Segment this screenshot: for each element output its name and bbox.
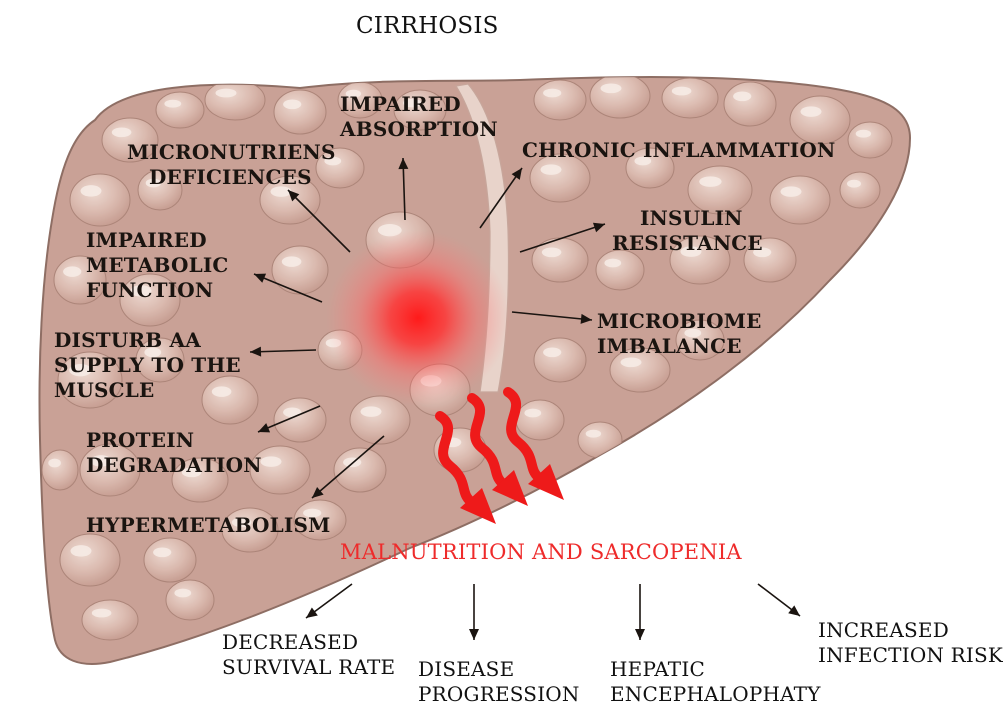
label-malnutrition-sarcopenia: MALNUTRITION AND SARCOPENIA <box>340 540 742 565</box>
diagram-title: CIRRHOSIS <box>356 14 499 39</box>
nodule <box>534 80 586 120</box>
nodule <box>70 174 130 226</box>
label-line: DECREASED <box>222 630 395 655</box>
label-line: DISEASE <box>418 657 580 682</box>
nodule <box>156 92 204 128</box>
label-protein-degradation: PROTEIN DEGRADATION <box>86 428 262 478</box>
nodule <box>60 534 120 586</box>
label-line: MICROBIOME <box>597 309 762 334</box>
label-micronutrients: MICRONUTRIENS DEFICIENCES <box>127 140 336 190</box>
nodule <box>274 398 326 442</box>
nodule <box>724 82 776 126</box>
nodule <box>770 176 830 224</box>
label-disease-progression: DISEASE PROGRESSION <box>418 657 580 704</box>
nodule <box>205 80 265 120</box>
label-decreased-survival: DECREASED SURVIVAL RATE <box>222 630 395 680</box>
label-line: ENCEPHALOPHATY <box>610 682 821 704</box>
nodule <box>840 172 880 208</box>
label-impaired-absorption: IMPAIRED ABSORPTION <box>340 92 498 142</box>
consequence-arrow <box>758 584 800 616</box>
label-line: MICRONUTRIENS <box>127 140 336 165</box>
label-line: INCREASED <box>818 618 1003 643</box>
label-line: HYPERMETABOLISM <box>86 513 330 538</box>
label-line: PROGRESSION <box>418 682 580 704</box>
inflammation-hotspot <box>326 230 510 406</box>
label-line: ABSORPTION <box>340 117 498 142</box>
nodule <box>82 600 138 640</box>
nodule <box>516 400 564 440</box>
label-microbiome: MICROBIOME IMBALANCE <box>597 309 762 359</box>
nodule <box>272 246 328 294</box>
consequence-arrow <box>469 584 479 640</box>
nodule <box>662 78 718 118</box>
nodule <box>334 448 386 492</box>
label-line: METABOLIC <box>86 253 229 278</box>
label-line: DEGRADATION <box>86 453 262 478</box>
label-line: CHRONIC INFLAMMATION <box>522 138 835 163</box>
label-line: SUPPLY TO THE <box>54 353 241 378</box>
label-hepatic-encephalopathy: HEPATIC ENCEPHALOPHATY <box>610 657 821 704</box>
nodule <box>534 338 586 382</box>
label-insulin-resistance: INSULIN RESISTANCE <box>612 206 763 256</box>
label-chronic-inflammation: CHRONIC INFLAMMATION <box>522 138 835 163</box>
nodule <box>42 450 78 490</box>
label-line: RESISTANCE <box>612 231 763 256</box>
label-increased-infection: INCREASED INFECTION RISK <box>818 618 1003 668</box>
label-line: IMBALANCE <box>597 334 762 359</box>
label-line: IMPAIRED <box>340 92 498 117</box>
label-line: SURVIVAL RATE <box>222 655 395 680</box>
label-line: INFECTION RISK <box>818 643 1003 668</box>
consequence-arrow <box>635 584 645 640</box>
label-line: INSULIN <box>612 206 763 231</box>
nodule <box>578 422 622 458</box>
nodule <box>790 96 850 144</box>
label-line: PROTEIN <box>86 428 262 453</box>
label-line: DISTURB AA <box>54 328 241 353</box>
nodule <box>166 580 214 620</box>
label-line: HEPATIC <box>610 657 821 682</box>
label-disturb-aa: DISTURB AA SUPPLY TO THE MUSCLE <box>54 328 241 403</box>
nodule <box>590 74 650 118</box>
label-line: IMPAIRED <box>86 228 229 253</box>
label-line: MUSCLE <box>54 378 241 403</box>
label-hypermetabolism: HYPERMETABOLISM <box>86 513 330 538</box>
label-line: FUNCTION <box>86 278 229 303</box>
label-impaired-metabolic: IMPAIRED METABOLIC FUNCTION <box>86 228 229 303</box>
label-line: DEFICIENCES <box>127 165 336 190</box>
nodule <box>596 250 644 290</box>
nodule <box>274 90 326 134</box>
nodule <box>848 122 892 158</box>
nodule <box>144 538 196 582</box>
